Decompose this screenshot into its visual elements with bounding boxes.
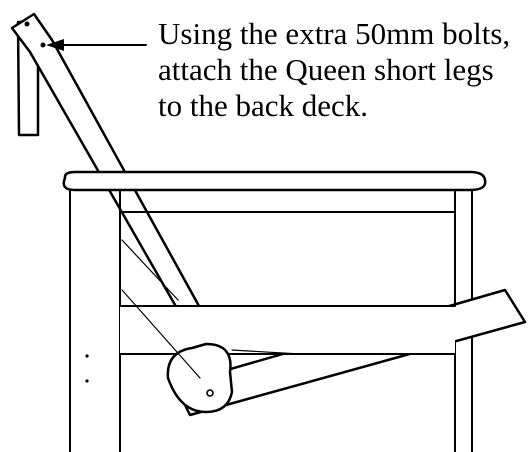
instruction-line: Using the extra 50mm bolts, xyxy=(158,16,511,51)
bolt-hole xyxy=(24,21,30,27)
pointer-arrow xyxy=(46,39,147,51)
bolt-hole xyxy=(40,42,46,48)
instruction-text: Using the extra 50mm bolts, attach the Q… xyxy=(158,16,530,124)
lower-rail xyxy=(119,305,456,355)
arm-rest xyxy=(62,170,487,192)
front-leg xyxy=(69,189,121,452)
pivot-bolt xyxy=(206,389,214,397)
instruction-line: to the back deck. xyxy=(158,88,369,123)
seat-frame-lines xyxy=(121,239,301,379)
instruction-line: attach the Queen short legs xyxy=(158,52,494,87)
